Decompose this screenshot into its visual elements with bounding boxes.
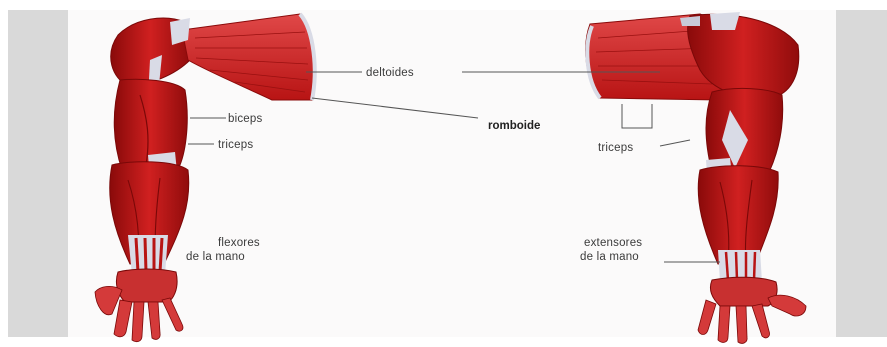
- left-hand: [116, 269, 177, 302]
- label-flexores-line1: flexores: [218, 237, 260, 249]
- left-rhomboid-muscle: [182, 14, 315, 100]
- romboide-leader: [312, 98, 478, 118]
- leader-lines: [188, 72, 720, 262]
- triceps-right-bracket: [622, 104, 652, 128]
- left-arm-anterior: [95, 14, 315, 342]
- label-triceps-right: triceps: [598, 142, 633, 154]
- label-extensores-line2: de la mano: [580, 251, 639, 263]
- label-extensores-line1: extensores: [584, 237, 642, 249]
- label-romboide: romboide: [488, 120, 540, 132]
- label-deltoides: deltoides: [366, 67, 414, 79]
- label-triceps-left: triceps: [218, 139, 253, 151]
- right-hand: [710, 277, 777, 306]
- right-arm-posterior: [586, 12, 806, 343]
- triceps-right-leader: [660, 140, 690, 146]
- label-biceps: biceps: [228, 113, 262, 125]
- right-forearm-extensors: [698, 166, 778, 264]
- label-flexores-line2: de la mano: [186, 251, 245, 263]
